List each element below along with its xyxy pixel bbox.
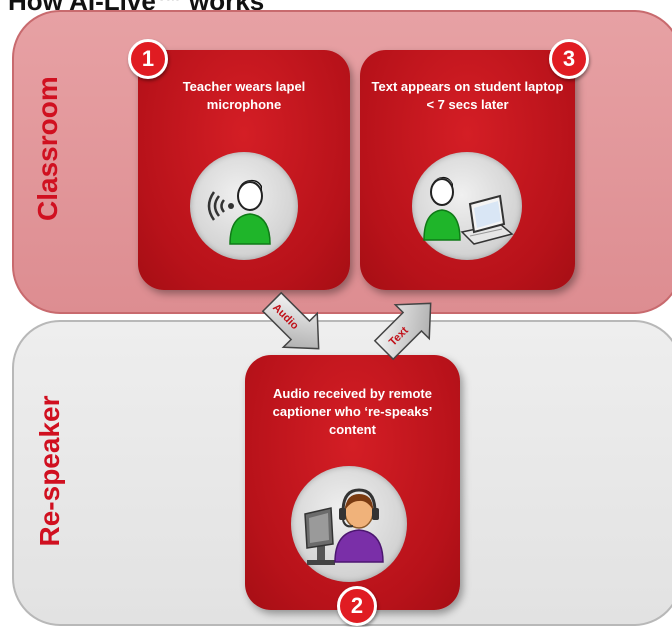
step-3-text: Text appears on student laptop < 7 secs … bbox=[371, 79, 564, 112]
captioner-headset-icon bbox=[304, 488, 384, 565]
audio-arrow: Audio bbox=[261, 291, 320, 350]
step-2-badge: 2 bbox=[337, 586, 377, 626]
step-1-text: Teacher wears lapel microphone bbox=[182, 79, 306, 112]
step-3-badge: 3 bbox=[549, 39, 589, 79]
text-arrow: Text bbox=[373, 302, 432, 361]
step-1-card: Teacher wears lapel microphone bbox=[138, 50, 350, 290]
step-2-card: Audio received by remote captioner who ‘… bbox=[245, 355, 460, 610]
step-3-card: Text appears on student laptop < 7 secs … bbox=[360, 50, 575, 290]
step-3-image-disc bbox=[412, 152, 522, 260]
step-1-image-disc bbox=[190, 152, 298, 260]
student-laptop-icon bbox=[423, 176, 514, 245]
teacher-microphone-icon bbox=[207, 179, 271, 245]
step-2-text: Audio received by remote captioner who ‘… bbox=[272, 386, 433, 437]
step-1-badge: 1 bbox=[128, 39, 168, 79]
step-2-image-disc bbox=[291, 466, 407, 582]
